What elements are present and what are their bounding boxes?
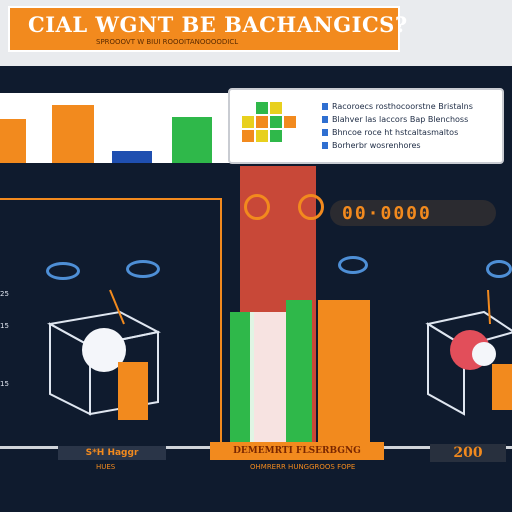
stacked-bar: [318, 300, 370, 442]
legend-item: Bhncoe roce ht hstcaltasmaltos: [322, 126, 473, 139]
legend-item: Blahver las laccors Bap Blenchoss: [322, 113, 473, 126]
grid-cell: [270, 130, 282, 142]
bar-orange-2: [52, 105, 94, 163]
ring-icon: [486, 260, 512, 278]
grid-cell: [270, 102, 282, 114]
footer-left-sub: HUES: [96, 463, 116, 471]
title-banner: CIAL WGNT BE BACHANGICS? SPROOOVT W BIUI…: [8, 6, 408, 52]
footer-mid-sub: OHMRERR HUNGGROOS FOPE: [250, 463, 356, 471]
footer-mid-label: DEMEMRTI FLSERBGNG: [210, 442, 384, 460]
grid-cell: [284, 116, 296, 128]
legend-items: Racoroecs rosthocoorstne Bristalns Blahv…: [322, 100, 473, 152]
legend-box: Racoroecs rosthocoorstne Bristalns Blahv…: [228, 88, 504, 164]
ring-icon: [298, 194, 324, 220]
grid-cell: [256, 130, 268, 142]
ring-icon: [46, 262, 80, 280]
legend-color-grid: [238, 98, 296, 152]
grid-cell: [242, 116, 254, 128]
tilted-cube-icon: [425, 289, 512, 416]
bar-orange-1: [0, 119, 26, 163]
ring-icon: [126, 260, 160, 278]
banner-title: CIAL WGNT BE BACHANGICS?: [28, 12, 408, 37]
legend-dot: [322, 116, 328, 123]
grid-cell: [256, 102, 268, 114]
stacked-bar: [250, 312, 286, 442]
legend-dot: [322, 142, 328, 149]
stacked-bar: [286, 300, 312, 442]
legend-label: Racoroecs rosthocoorstne Bristalns: [332, 102, 473, 111]
footer-left-label: S*H Haggr: [58, 446, 166, 460]
legend-item: Borherbr wosrenhores: [322, 139, 473, 152]
grid-cell: [256, 116, 268, 128]
legend-label: Borherbr wosrenhores: [332, 141, 421, 150]
legend-label: Bhncoe roce ht hstcaltasmaltos: [332, 128, 459, 137]
legend-item: Racoroecs rosthocoorstne Bristalns: [322, 100, 473, 113]
tilted-cube-icon: [47, 289, 161, 420]
dial-label: 00·0000: [342, 203, 432, 224]
legend-label: Blahver las laccors Bap Blenchoss: [332, 115, 469, 124]
bar-blue: [112, 151, 152, 163]
dial-readout: [330, 200, 496, 226]
ring-icon: [338, 256, 368, 274]
grid-cell: [270, 116, 282, 128]
axis-tick-label: 25: [0, 290, 9, 298]
banner-subtitle: SPROOOVT W BIUI ROOOITANOOOODICL: [96, 38, 239, 46]
bar-strip: [0, 93, 230, 163]
bar-green: [172, 117, 212, 163]
axis-tick-label: 15: [0, 322, 9, 330]
axis-tick-label: 15: [0, 380, 9, 388]
orange-bracket: [0, 198, 222, 448]
ring-icon: [244, 194, 270, 220]
legend-dot: [322, 129, 328, 136]
footer-right-label: 200: [430, 444, 506, 462]
grid-cell: [242, 130, 254, 142]
legend-dot: [322, 103, 328, 110]
